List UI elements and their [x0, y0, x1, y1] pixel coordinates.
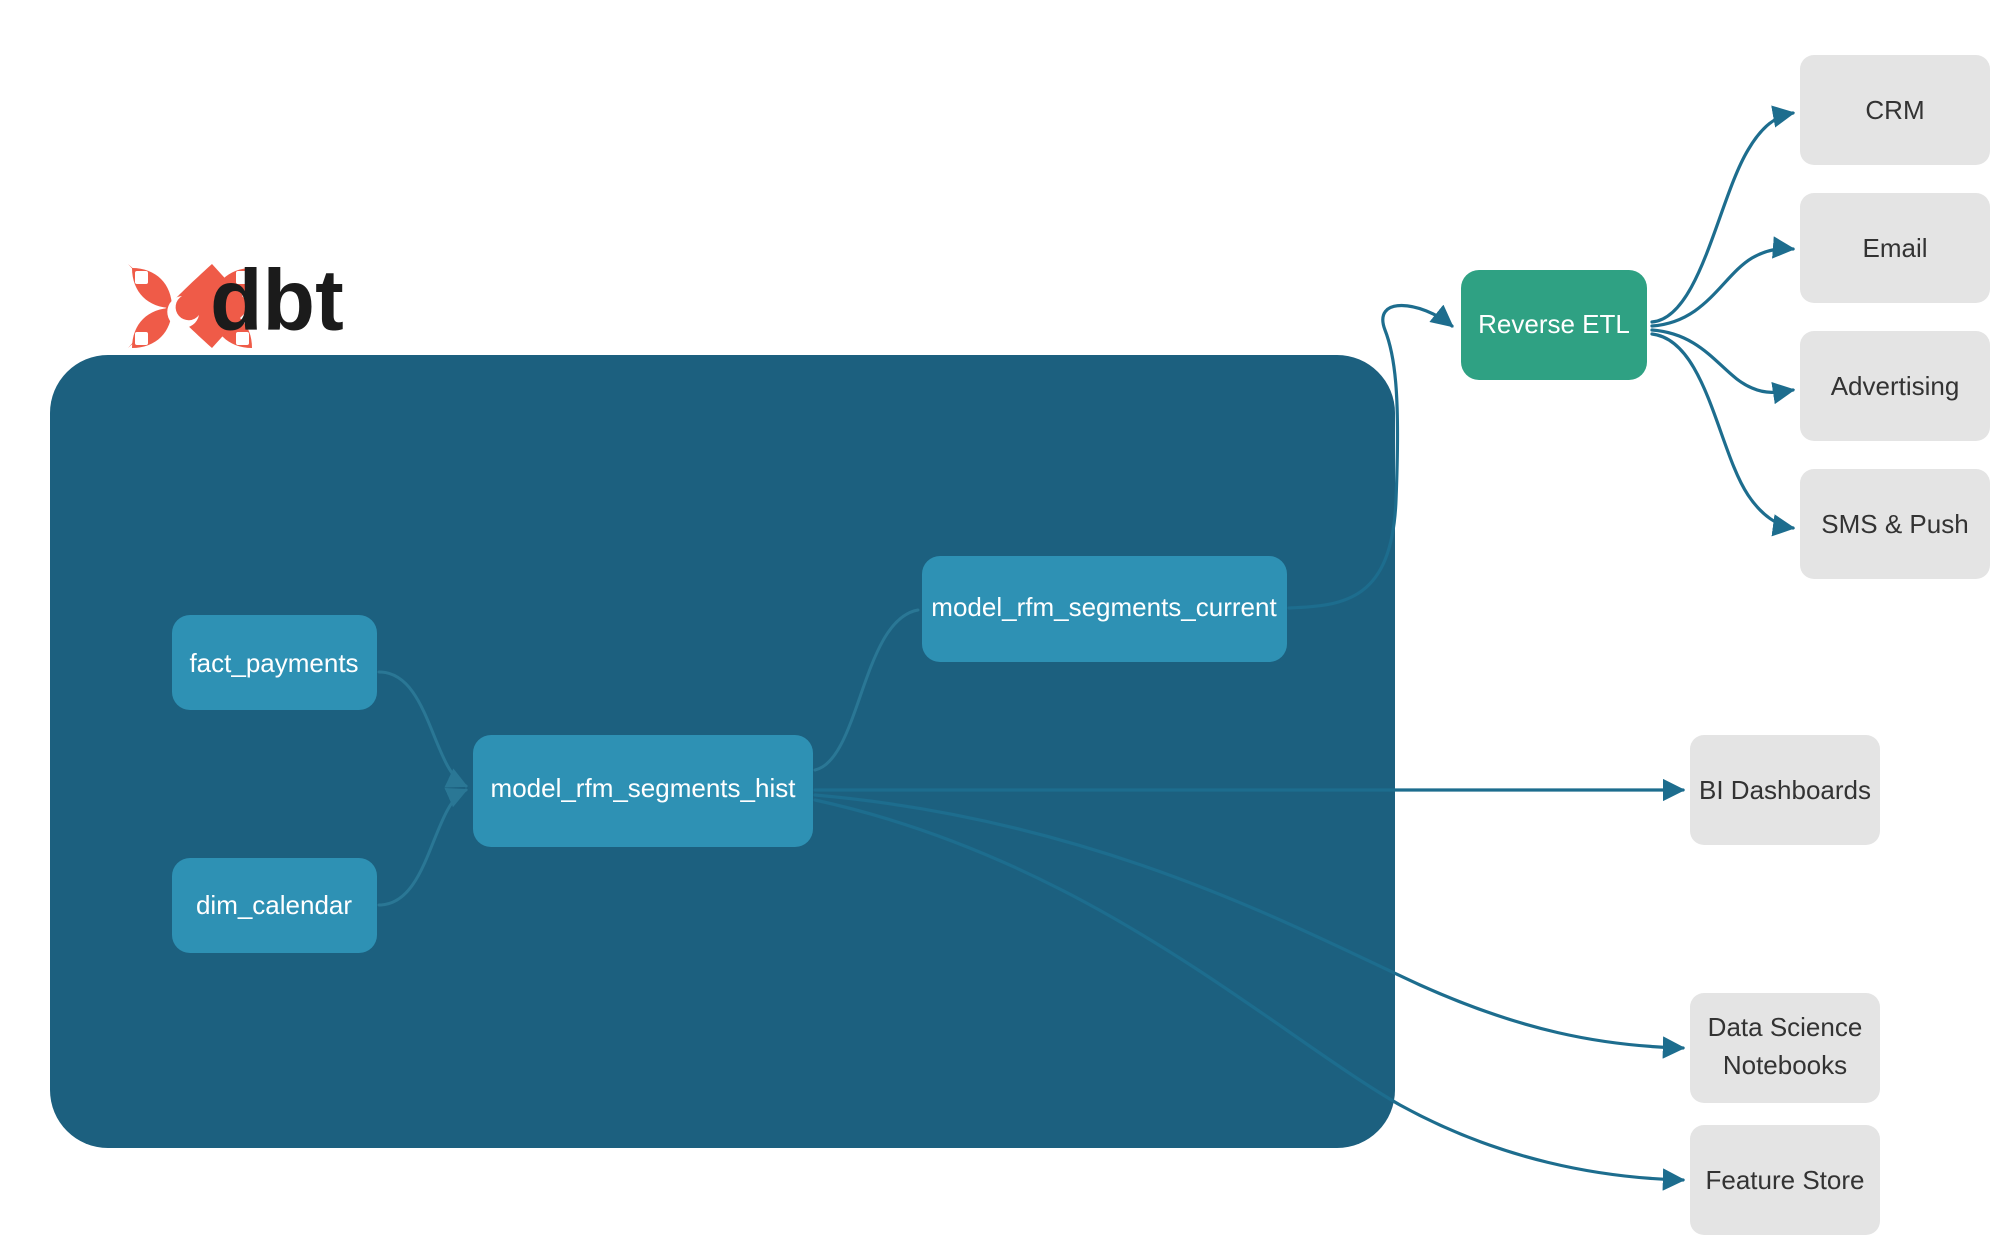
edge-hist-to-feature-store [813, 798, 1686, 1191]
model-node-dim-calendar-rect[interactable] [172, 858, 377, 953]
reverse-etl-node[interactable]: Reverse ETL [1461, 270, 1647, 380]
destination-node-bi-dashboards-label: BI Dashboards [1699, 775, 1871, 805]
model-node-rfm-segments-hist[interactable]: model_rfm_segments_hist [473, 735, 813, 847]
model-node-rfm-segments-current-rect[interactable] [922, 556, 1287, 662]
destination-node-advertising[interactable]: Advertising [1800, 331, 1990, 441]
dbt-logo-icon [128, 264, 252, 348]
destination-node-advertising-label: Advertising [1831, 371, 1960, 401]
destination-node-data-science-notebooks[interactable]: Data Science Notebooks [1690, 993, 1880, 1103]
edge-reverse-etl-to-crm [1650, 105, 1796, 324]
destination-node-feature-store[interactable]: Feature Store [1690, 1125, 1880, 1235]
destination-node-bi-dashboards-rect[interactable] [1690, 735, 1880, 845]
edge-dim-calendar-to-hist [377, 788, 468, 907]
destination-node-data-science-notebooks-label-line1: Data Science [1708, 1012, 1863, 1042]
model-node-dim-calendar[interactable]: dim_calendar [172, 858, 377, 953]
reverse-etl-node-rect[interactable] [1461, 270, 1647, 380]
model-node-fact-payments[interactable]: fact_payments [172, 615, 377, 710]
edge-reverse-etl-to-advertising [1650, 328, 1796, 405]
destination-node-crm-label: CRM [1865, 95, 1924, 125]
model-node-fact-payments-label: fact_payments [189, 648, 358, 678]
destination-node-advertising-rect[interactable] [1800, 331, 1990, 441]
edge-reverse-etl-to-sms-push [1650, 332, 1796, 537]
model-node-dim-calendar-label: dim_calendar [196, 890, 352, 920]
reverse-etl-node-label: Reverse ETL [1478, 309, 1630, 339]
destination-node-crm-rect[interactable] [1800, 55, 1990, 165]
destination-node-feature-store-rect[interactable] [1690, 1125, 1880, 1235]
model-node-fact-payments-rect[interactable] [172, 615, 377, 710]
destination-node-sms-push-rect[interactable] [1800, 469, 1990, 579]
destination-node-sms-push-label: SMS & Push [1821, 509, 1968, 539]
destination-node-data-science-notebooks-rect[interactable] [1690, 993, 1880, 1103]
destination-node-sms-push[interactable]: SMS & Push [1800, 469, 1990, 579]
edge-hist-to-data-science-notebooks [813, 793, 1686, 1059]
edge-reverse-etl-to-email [1650, 236, 1796, 328]
destination-node-bi-dashboards[interactable]: BI Dashboards [1690, 735, 1880, 845]
model-node-rfm-segments-hist-label: model_rfm_segments_hist [491, 773, 797, 803]
edge-hist-to-current [813, 608, 920, 772]
destination-node-email-label: Email [1862, 233, 1927, 263]
edge-current-to-reverse-etl [1287, 303, 1454, 610]
model-node-rfm-segments-hist-rect[interactable] [473, 735, 813, 847]
destination-node-crm[interactable]: CRM [1800, 55, 1990, 165]
dbt-brand: dbt [128, 253, 344, 349]
destination-node-email-rect[interactable] [1800, 193, 1990, 303]
edge-fact-payments-to-hist [377, 670, 468, 788]
model-node-rfm-segments-current-label: model_rfm_segments_current [931, 592, 1277, 622]
destination-node-email[interactable]: Email [1800, 193, 1990, 303]
destination-node-feature-store-label: Feature Store [1706, 1165, 1865, 1195]
model-node-rfm-segments-current[interactable]: model_rfm_segments_current [922, 556, 1287, 662]
destination-node-data-science-notebooks-label-line2: Notebooks [1723, 1050, 1847, 1080]
dbt-wordmark: dbt [210, 253, 344, 349]
